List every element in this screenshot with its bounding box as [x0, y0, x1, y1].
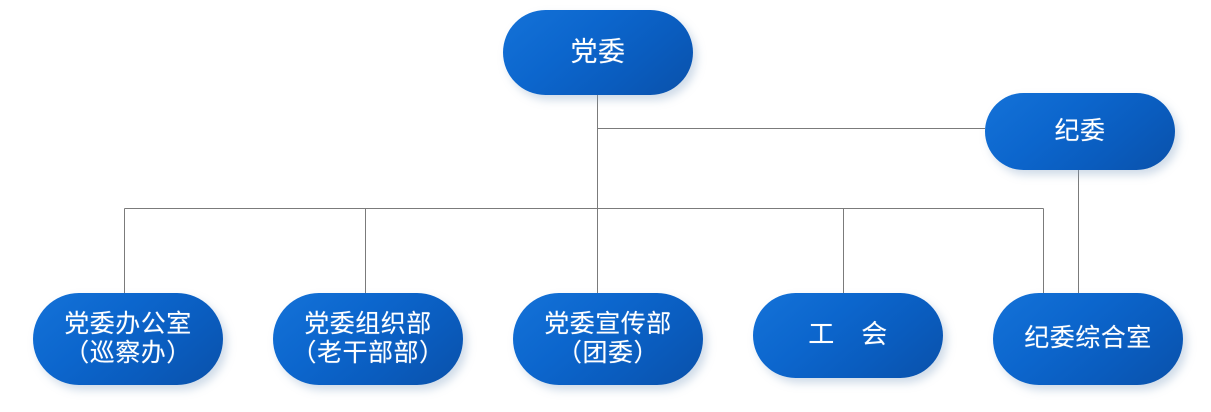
node-organization-dept[interactable]: 党委组织部 （老干部部）: [273, 293, 463, 385]
node-label-line1: 党委办公室: [64, 310, 192, 338]
node-party-office[interactable]: 党委办公室 （巡察办）: [33, 293, 223, 385]
node-label-line2: （团委）: [556, 340, 659, 367]
node-label-line1: 党委宣传部: [544, 310, 672, 338]
node-discipline-office[interactable]: 纪委综合室: [993, 293, 1183, 385]
node-label-line1: 纪委综合室: [1024, 325, 1152, 353]
node-label-line1: 党委: [570, 36, 626, 67]
node-label-line1: 纪委: [1054, 117, 1106, 145]
node-party-committee[interactable]: 党委: [503, 10, 693, 95]
node-propaganda-dept[interactable]: 党委宣传部 （团委）: [513, 293, 703, 385]
node-discipline-committee[interactable]: 纪委: [985, 93, 1175, 170]
node-label-line2: （巡察办）: [64, 340, 192, 367]
node-label-line1: 党委组织部: [304, 310, 432, 338]
node-label-line2: （老干部部）: [291, 340, 445, 367]
node-labor-union[interactable]: 工 会: [753, 293, 943, 378]
node-label-line1: 工 会: [808, 320, 888, 350]
